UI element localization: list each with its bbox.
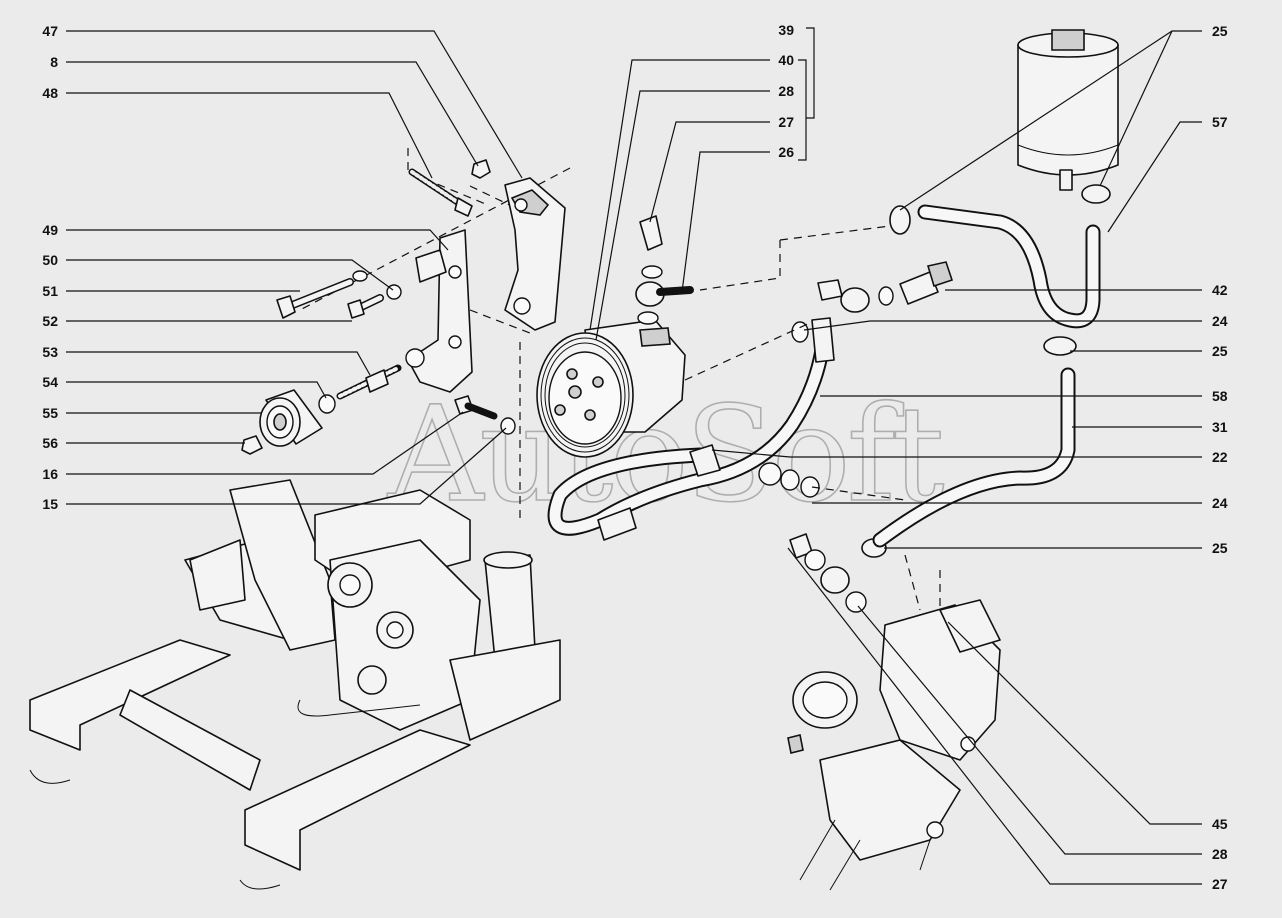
callout-labels: 47 8 48 49 50 51 52 53 54 55 56 16 15 39…	[42, 22, 1227, 892]
bolt-48	[408, 168, 473, 217]
fitting-42	[791, 261, 954, 343]
fluid-reservoir	[1017, 29, 1119, 191]
callout-31: 31	[1212, 419, 1228, 435]
callout-27-top: 27	[778, 114, 794, 130]
callout-58: 58	[1212, 388, 1228, 404]
assembly-line	[684, 321, 941, 620]
nut-8	[471, 159, 491, 179]
callout-28-bottom: 28	[1212, 846, 1228, 862]
callout-25-mid: 25	[1212, 343, 1228, 359]
callout-49: 49	[42, 222, 58, 238]
callout-47: 47	[42, 23, 58, 39]
steering-gear-box	[787, 533, 1001, 891]
clamp-25-top	[1081, 184, 1111, 204]
callout-42: 42	[1212, 282, 1228, 298]
callout-24-low: 24	[1212, 495, 1228, 511]
tensioner-bracket-assembly	[241, 148, 571, 520]
callout-15: 15	[42, 496, 58, 512]
callout-53: 53	[42, 344, 58, 360]
callout-57: 57	[1212, 114, 1228, 130]
callout-27-bottom: 27	[1212, 876, 1228, 892]
callout-26: 26	[778, 144, 794, 160]
banjo-bolt-27	[639, 215, 663, 251]
assembly-line	[699, 225, 891, 291]
frame-rail-right	[244, 729, 471, 871]
leader-lines	[66, 27, 1202, 885]
bolt-52	[347, 294, 384, 319]
callout-56: 56	[42, 435, 58, 451]
washer-15	[500, 417, 516, 435]
clamp-25-hose	[889, 205, 911, 235]
stud-53	[336, 364, 402, 400]
callout-22: 22	[1212, 449, 1228, 465]
bracket-plate-49	[405, 229, 473, 393]
bracket-47	[504, 177, 566, 331]
callout-45: 45	[1212, 816, 1228, 832]
bolt-16	[454, 395, 498, 420]
callout-52: 52	[42, 313, 58, 329]
hose-57	[917, 204, 1101, 329]
callout-55: 55	[42, 405, 58, 421]
reservoir-small	[484, 554, 536, 661]
callout-40: 40	[778, 52, 794, 68]
callout-25-low: 25	[1212, 540, 1228, 556]
washer-50	[352, 270, 402, 300]
idler-pulley-55	[259, 389, 323, 447]
callout-8: 8	[50, 54, 58, 70]
washer-28	[641, 265, 663, 279]
callout-51: 51	[42, 283, 58, 299]
callout-39: 39	[778, 22, 794, 38]
power-steering-pump	[536, 319, 686, 458]
callout-25-top: 25	[1212, 23, 1228, 39]
callout-24-top: 24	[1212, 313, 1228, 329]
washers-22-24	[758, 462, 820, 498]
banjo-fitting-assembly	[635, 215, 694, 325]
callout-54: 54	[42, 374, 58, 390]
callout-28-top: 28	[778, 83, 794, 99]
hose-31	[872, 367, 1076, 548]
nut-56	[241, 435, 263, 455]
callout-50: 50	[42, 252, 58, 268]
washer-54	[318, 394, 336, 414]
clamp-25-mid	[1043, 336, 1077, 356]
pressure-hose-58	[547, 317, 835, 541]
callout-16: 16	[42, 466, 58, 482]
engine-frame-assembly	[29, 479, 561, 890]
bolt-51	[276, 278, 354, 319]
clamps	[861, 184, 1111, 558]
callout-48: 48	[42, 85, 58, 101]
